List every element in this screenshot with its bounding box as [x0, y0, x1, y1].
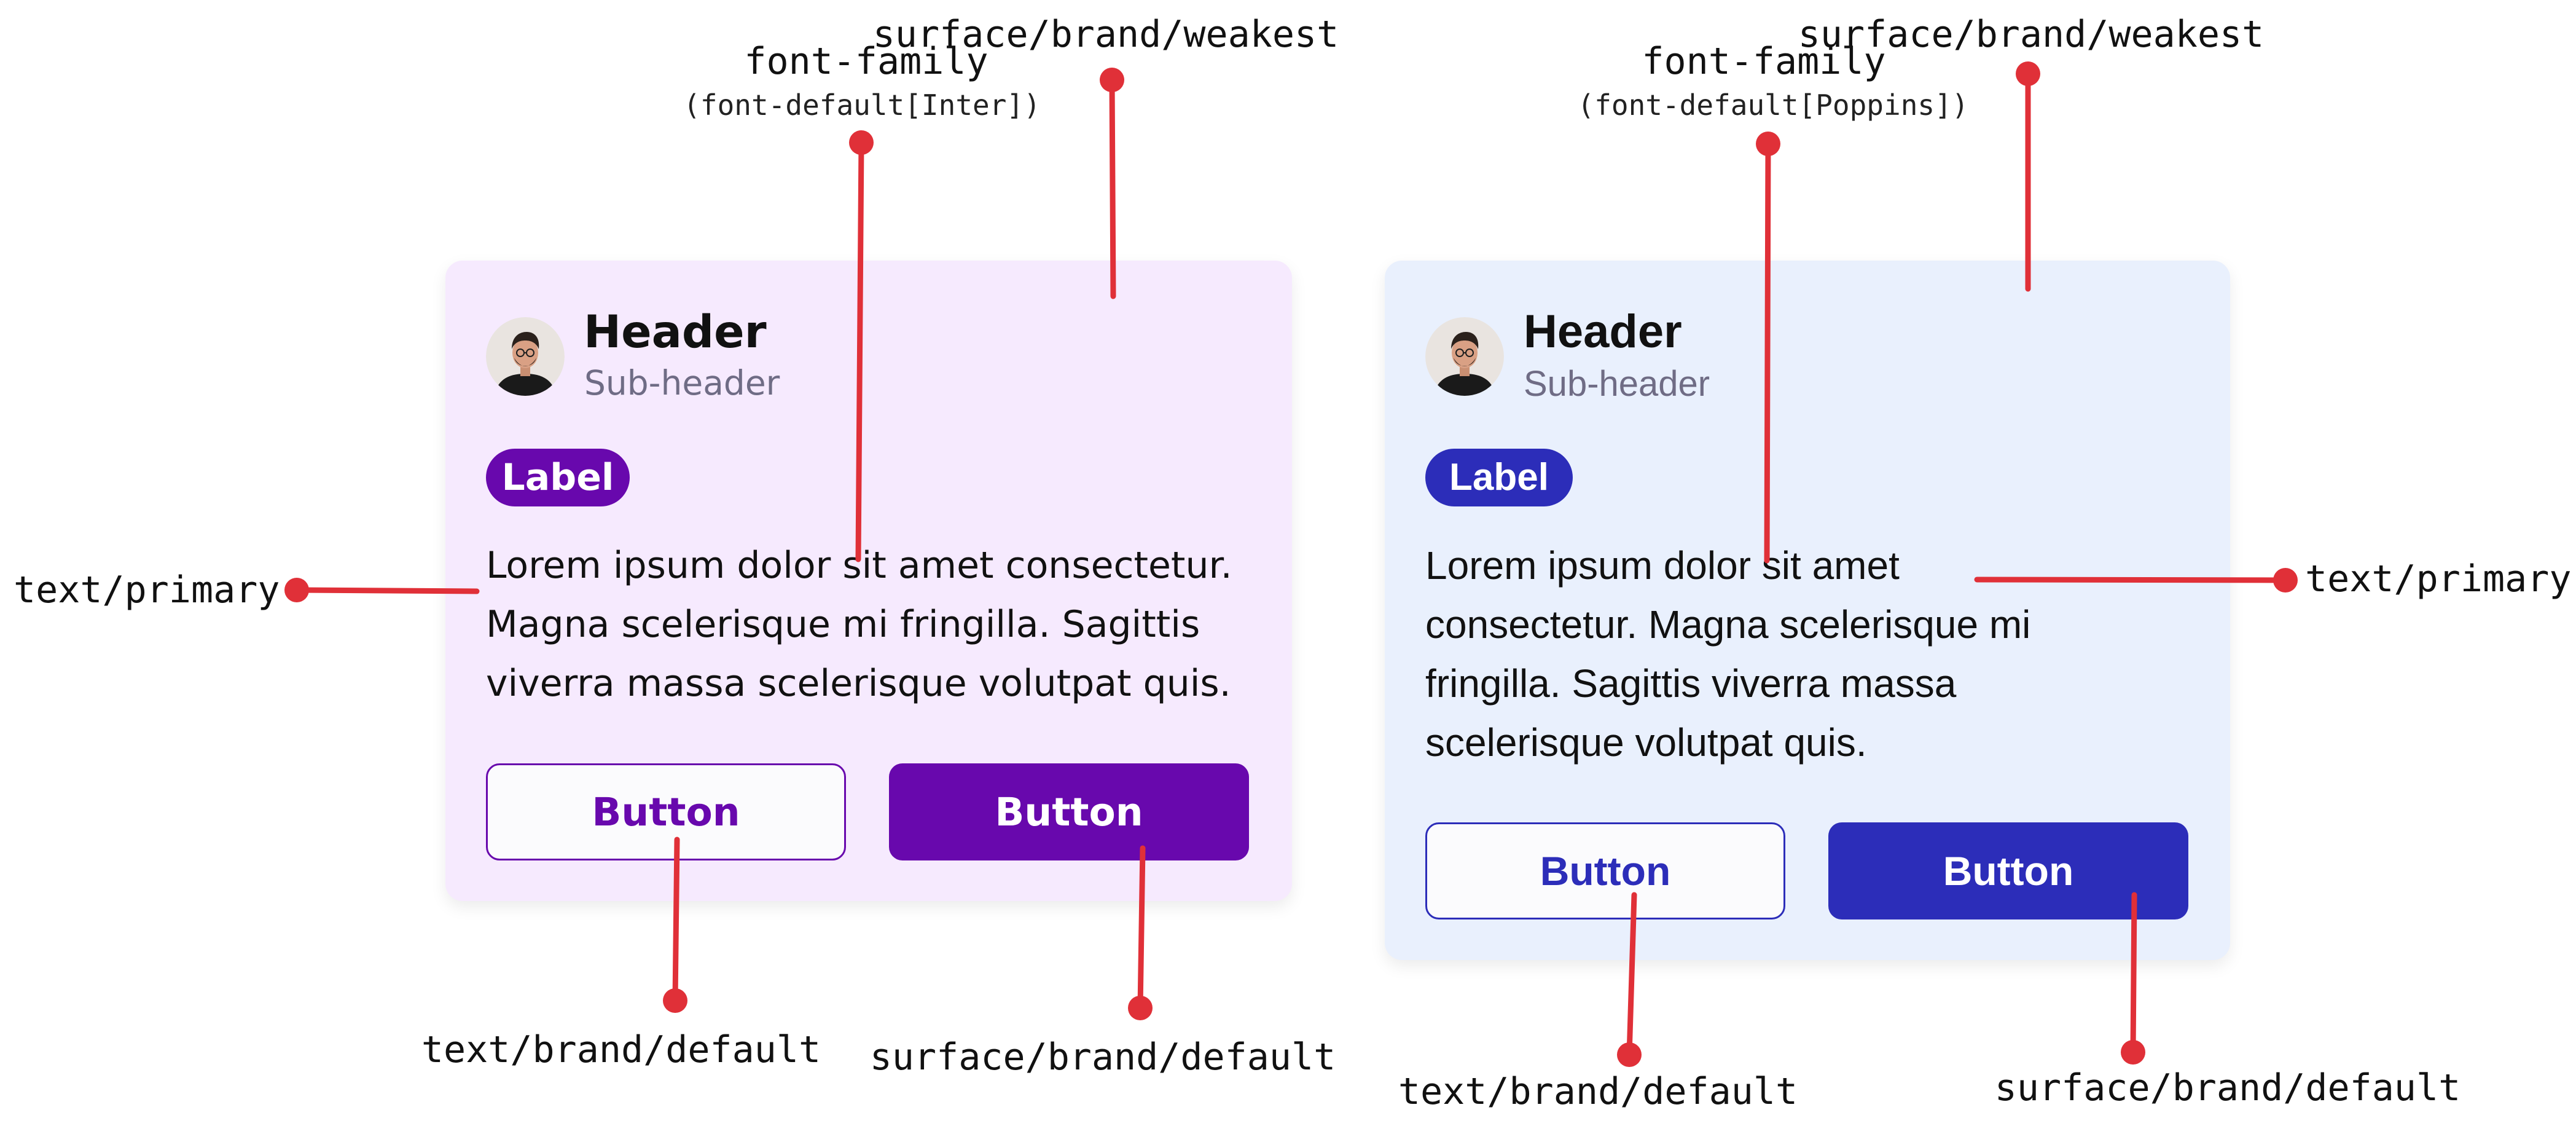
- filled-button[interactable]: Button: [889, 763, 1249, 860]
- callout-font-family-right: font-family: [1642, 40, 1886, 83]
- card-body-text: Lorem ipsum dolor sit amet consectetur. …: [486, 544, 1232, 705]
- card-header: Header: [1524, 305, 1682, 358]
- leader-dot-surface-weakest-left: [1100, 68, 1124, 92]
- avatar: [486, 317, 565, 396]
- avatar: [1425, 317, 1504, 396]
- leader-dot-font-family-left: [849, 130, 874, 155]
- leader-dot-surface-weakest-right: [2016, 61, 2040, 86]
- callout-surface-brand-default-right: surface/brand/default: [1994, 1066, 2461, 1109]
- card-subheader: Sub-header: [1524, 364, 1710, 404]
- callout-font-family-detail-left: (font-default[Inter]): [683, 89, 1041, 122]
- leader-dot-text-brand-default-right: [1617, 1042, 1642, 1067]
- leader-dot-text-primary-right: [2273, 568, 2298, 593]
- outline-button[interactable]: Button: [486, 763, 846, 860]
- filled-button[interactable]: Button: [1828, 822, 2188, 919]
- leader-dot-font-family-right: [1756, 132, 1780, 156]
- card-inter: Header Sub-header Label Lorem ipsum dolo…: [445, 261, 1292, 901]
- callout-surface-weakest-right: surface/brand/weakest: [1798, 13, 2265, 56]
- leader-dot-surface-brand-default-left: [1128, 996, 1153, 1020]
- callout-text-primary-right: text/primary: [2305, 557, 2572, 600]
- person-avatar-icon: [486, 317, 565, 396]
- callout-text-brand-default-right: text/brand/default: [1398, 1070, 1798, 1113]
- callout-text-primary-left: text/primary: [14, 569, 280, 612]
- card-poppins: Header Sub-header Label Lorem ipsum dolo…: [1385, 261, 2230, 960]
- callout-font-family-detail-right: (font-default[Poppins]): [1577, 89, 1969, 122]
- leader-dot-text-primary-left: [284, 578, 309, 602]
- callout-text-brand-default-left: text/brand/default: [421, 1028, 821, 1071]
- card-header: Header: [584, 306, 767, 358]
- leader-dot-surface-brand-default-right: [2121, 1040, 2145, 1065]
- callout-font-family-left: font-family: [744, 40, 989, 83]
- callout-surface-brand-default-left: surface/brand/default: [869, 1036, 1336, 1079]
- leader-dot-text-brand-default-left: [663, 988, 687, 1013]
- person-avatar-icon: [1425, 317, 1504, 396]
- card-label-badge: Label: [1425, 449, 1573, 506]
- card-label-badge: Label: [486, 449, 630, 506]
- outline-button[interactable]: Button: [1425, 822, 1785, 919]
- callout-surface-weakest-left: surface/brand/weakest: [872, 13, 1339, 56]
- card-body-text: Lorem ipsum dolor sit amet consectetur. …: [1425, 543, 2031, 765]
- card-subheader: Sub-header: [584, 363, 780, 403]
